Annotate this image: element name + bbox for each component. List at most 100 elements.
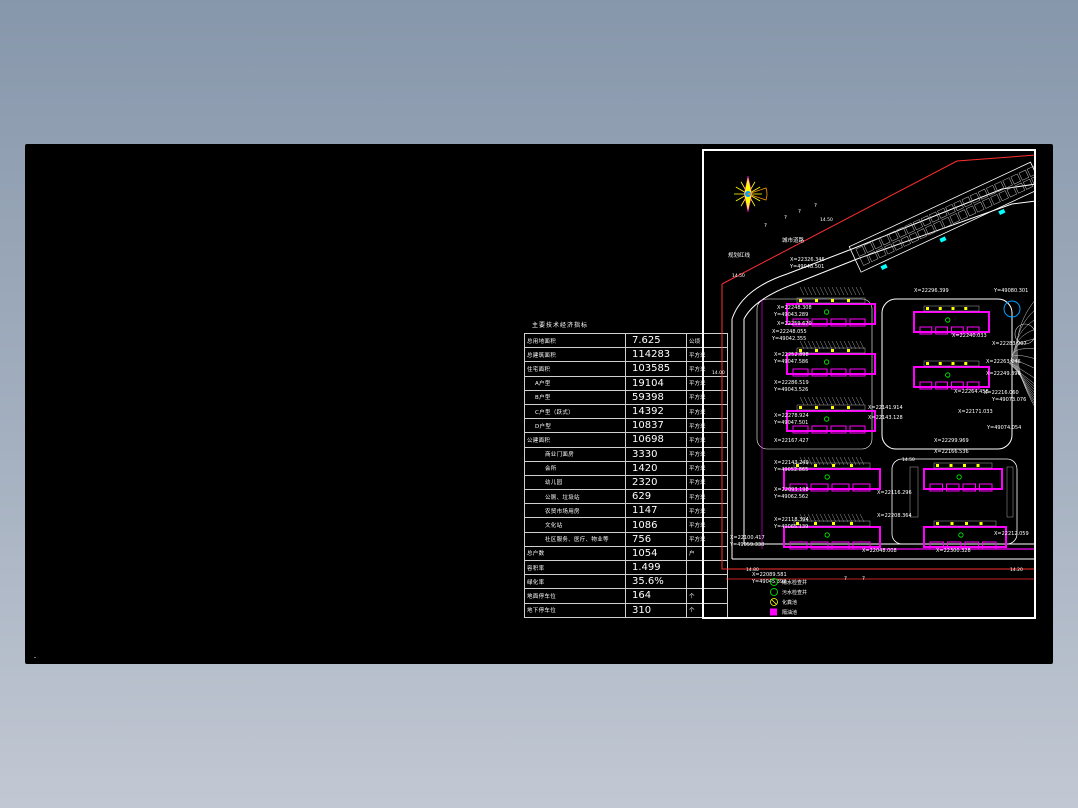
coordinate-label: X=22141.914 (868, 405, 903, 411)
parking-hatch (835, 513, 841, 523)
row-value: 3330 (625, 446, 687, 462)
parking-hatch (855, 340, 861, 350)
septic-tank-icon (770, 598, 778, 606)
plan-annotation: 规划红线 (728, 251, 751, 259)
row-label: 文化站 (524, 517, 626, 533)
parking-strip (909, 466, 919, 518)
parking-hatch (839, 513, 845, 523)
row-label: 幼儿园 (524, 474, 626, 491)
parking-hatch (835, 456, 841, 466)
crosshair-cursor (34, 657, 36, 658)
elevation-label: 14.00 (712, 370, 725, 376)
parking-hatch (811, 456, 817, 466)
parking-hatch (815, 396, 821, 406)
plan-annotation: ? (798, 209, 801, 215)
coordinate-label: X=22299.969 (934, 438, 969, 444)
row-label: 总用地面积 (524, 332, 626, 349)
parking-hatch (827, 456, 833, 466)
north-arrow-icon (734, 175, 768, 213)
parking-hatch (827, 286, 833, 296)
coordinate-label: X=22286.519 (774, 380, 809, 386)
parking-hatch (803, 456, 809, 466)
parking-hatch (823, 396, 829, 406)
row-label: A户型 (524, 375, 626, 391)
row-label: 总建筑面积 (524, 347, 626, 363)
row-label: 地下停车位 (524, 602, 626, 618)
parking-hatch (847, 456, 853, 466)
coordinate-label: X=22089.581 (752, 572, 787, 578)
parking-hatch (831, 396, 837, 406)
coordinate-label: Y=49073.076 (991, 397, 1026, 403)
row-value: 35.6% (625, 574, 687, 590)
parking-hatch (855, 286, 861, 296)
residential-building (923, 520, 1007, 550)
parking-hatch (855, 396, 861, 406)
plan-annotation: ? (862, 576, 865, 582)
row-label: B户型 (524, 389, 626, 405)
parking-hatch (859, 396, 865, 406)
parking-hatch (847, 513, 853, 523)
parking-hatch (803, 513, 809, 523)
parking-hatch (819, 396, 825, 406)
parking-hatch (823, 456, 829, 466)
parking-hatch (827, 513, 833, 523)
parking-hatch (839, 396, 845, 406)
coordinate-label: X=22100.417 (730, 535, 765, 541)
parking-hatch (819, 456, 825, 466)
coordinate-label: X=22212.059 (994, 531, 1029, 537)
legend-label: 隔油池 (782, 609, 797, 616)
legend-label: 雨水检查井 (782, 579, 807, 586)
coordinate-label: X=22143.249 (774, 460, 809, 466)
parking-hatch (831, 340, 837, 350)
parking-hatch (855, 456, 861, 466)
parking-hatch (807, 456, 813, 466)
row-label: 住宅面积 (524, 361, 626, 377)
row-label: 公建面积 (524, 432, 626, 448)
parking-hatch (815, 456, 821, 466)
parking-hatch (799, 513, 805, 523)
parking-hatch (839, 340, 845, 350)
parking-hatch (811, 340, 817, 350)
row-value: 14392 (625, 403, 687, 420)
parking-hatch (851, 396, 857, 406)
row-value: 10837 (625, 418, 687, 434)
parking-hatch (827, 340, 833, 350)
coordinate-label: Y=49047.586 (773, 359, 808, 365)
parking-hatch (851, 340, 857, 350)
coordinate-label: X=22248.055 (772, 329, 807, 335)
row-label: 总户数 (524, 545, 626, 562)
road-outline (881, 298, 1013, 450)
coordinate-label: X=22143.128 (868, 415, 903, 421)
row-value: 629 (625, 489, 687, 505)
row-value: 10698 (625, 432, 687, 448)
elevation-label: 14.50 (820, 217, 833, 223)
row-value: 103585 (625, 361, 687, 377)
parking-hatch (835, 340, 841, 350)
parking-hatch (823, 513, 829, 523)
coordinate-label: X=22259.670 (777, 321, 812, 327)
parking-hatch (799, 340, 805, 350)
coordinate-label: X=22166.536 (934, 449, 969, 455)
coordinate-label: Y=49045.392 (751, 579, 786, 585)
parking-hatch (807, 513, 813, 523)
parking-hatch (835, 286, 841, 296)
coordinate-label: Y=49052.865 (773, 467, 808, 473)
plan-annotation: ? (844, 576, 847, 582)
coordinate-label: X=22264.458 (954, 389, 989, 395)
parking-hatch (799, 286, 805, 296)
parking-hatch (823, 286, 829, 296)
residential-building (913, 360, 990, 390)
row-label: C户型（跃式） (524, 403, 626, 420)
coordinate-label: X=22208.364 (877, 513, 912, 519)
parking-hatch (823, 340, 829, 350)
